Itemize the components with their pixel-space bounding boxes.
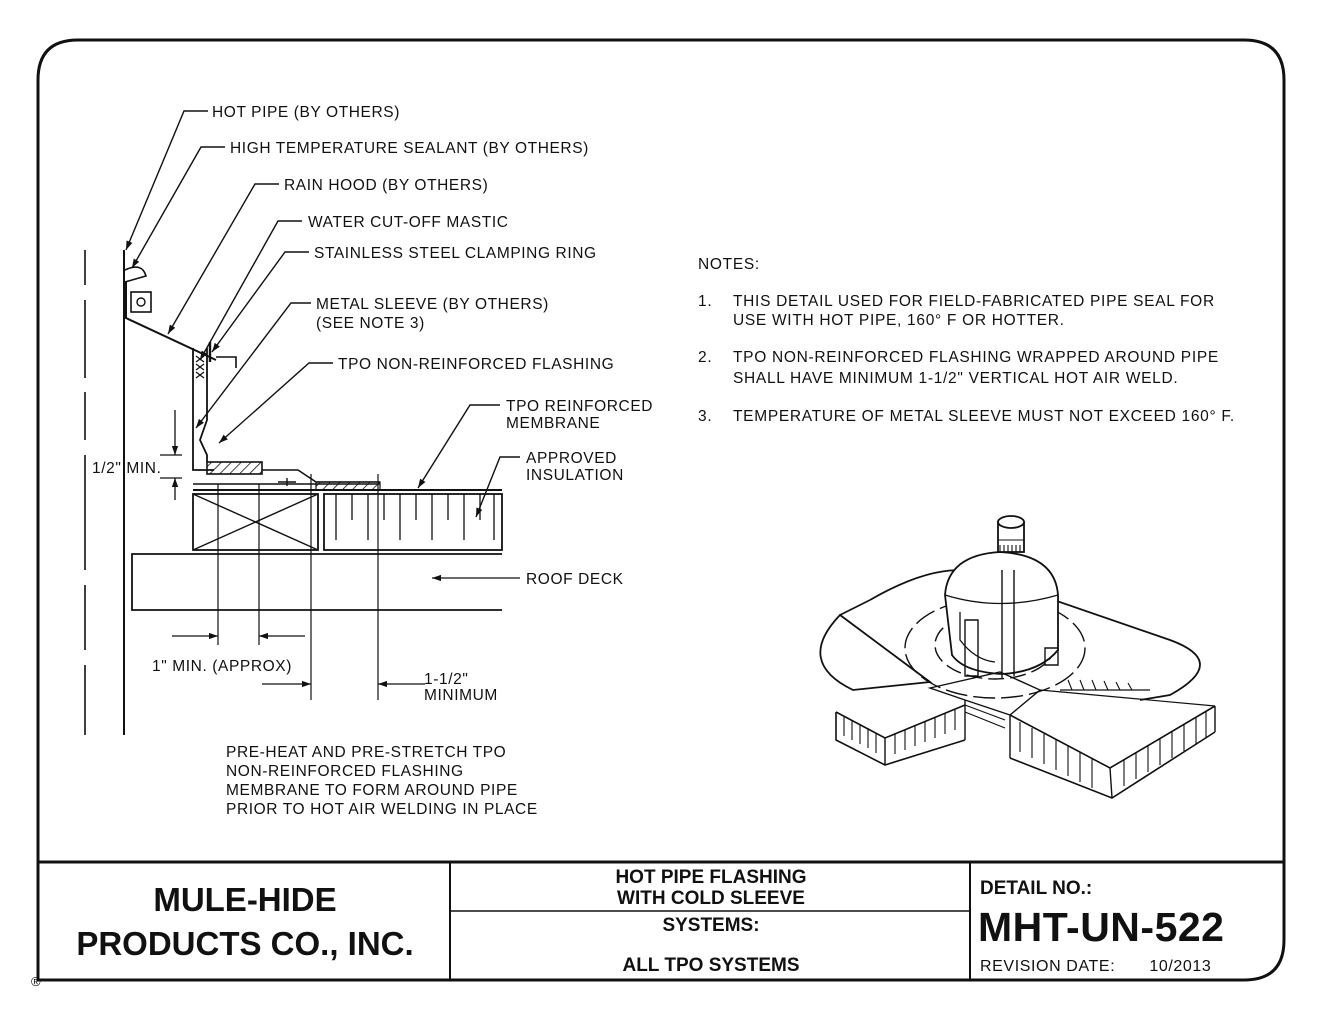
notes-block: NOTES: 1. THIS DETAIL USED FOR FIELD-FAB… — [698, 256, 1235, 425]
label-sealant: HIGH TEMPERATURE SEALANT (BY OTHERS) — [230, 140, 589, 157]
label-see-note-3: (SEE NOTE 3) — [316, 315, 425, 332]
reinforced-membrane-strip — [315, 481, 381, 491]
company-name-line-1: MULE-HIDE — [153, 881, 337, 918]
company-name-line-2: PRODUCTS CO., INC. — [76, 925, 414, 962]
label-clamping-ring: STAINLESS STEEL CLAMPING RING — [314, 245, 597, 262]
iso-roof-edge-left — [835, 704, 966, 739]
drawing-title-line-2: WITH COLD SLEEVE — [617, 888, 805, 909]
instruction-line-4: PRIOR TO HOT AIR WELDING IN PLACE — [226, 801, 538, 818]
dim-half-inch-min: 1/2" MIN. — [92, 460, 161, 477]
detail-number: MHT-UN-522 — [978, 904, 1225, 950]
roof-deck — [131, 553, 502, 611]
label-metal-sleeve: METAL SLEEVE (BY OTHERS) — [316, 296, 549, 313]
tpo-membrane-top — [262, 469, 380, 483]
systems-value: ALL TPO SYSTEMS — [622, 955, 800, 976]
rain-hood — [125, 282, 217, 361]
note-3-number: 3. — [698, 408, 712, 425]
label-mastic: WATER CUT-OFF MASTIC — [308, 214, 509, 231]
revision-date: 10/2013 — [1149, 958, 1212, 975]
flashing-flange — [206, 461, 263, 475]
label-approved: APPROVED — [526, 450, 617, 467]
dimension-extensions — [160, 454, 379, 700]
systems-label: SYSTEMS: — [662, 915, 760, 936]
sealant-bead — [124, 266, 147, 283]
iso-cut-corner — [927, 671, 1042, 716]
dim-minimum: MINIMUM — [424, 687, 498, 704]
label-insulation: INSULATION — [526, 467, 624, 484]
drawing-title-line-1: HOT PIPE FLASHING — [615, 867, 807, 888]
label-tpo-flashing: TPO NON-REINFORCED FLASHING — [338, 356, 614, 373]
iso-roof-edge-right — [1009, 705, 1216, 799]
detail-number-label: DETAIL NO.: — [980, 878, 1093, 899]
revision-info: REVISION DATE: 10/2013 — [980, 958, 1211, 976]
label-rain-hood: RAIN HOOD (BY OTHERS) — [284, 177, 488, 194]
label-hot-pipe: HOT PIPE (BY OTHERS) — [212, 104, 400, 121]
note-2-number: 2. — [698, 349, 712, 366]
dim-one-inch-min: 1" MIN. (APPROX) — [152, 658, 292, 675]
drawing-title: HOT PIPE FLASHING WITH COLD SLEEVE — [452, 867, 970, 909]
instruction-line-2: NON-REINFORCED FLASHING — [226, 763, 464, 780]
insulation-board — [323, 493, 503, 551]
title-block-grid — [38, 860, 1284, 980]
label-tpo-reinforced: TPO REINFORCED — [506, 398, 653, 415]
label-membrane: MEMBRANE — [506, 415, 600, 432]
note-1-line-2: USE WITH HOT PIPE, 160° F OR HOTTER. — [733, 312, 1065, 329]
revision-label: REVISION DATE: — [980, 958, 1116, 975]
clamp-bolt — [130, 291, 152, 313]
isometric-view — [819, 515, 1216, 799]
note-2-line-2: SHALL HAVE MINIMUM 1-1/2" VERTICAL HOT A… — [733, 370, 1178, 387]
registered-mark: ® — [31, 974, 41, 989]
section-detail — [84, 110, 520, 735]
iso-flashing-sheet — [819, 569, 1201, 701]
note-1-line-1: THIS DETAIL USED FOR FIELD-FABRICATED PI… — [733, 293, 1215, 310]
note-2-line-1: TPO NON-REINFORCED FLASHING WRAPPED AROU… — [733, 349, 1219, 366]
note-1-number: 1. — [698, 293, 712, 310]
sheet-border — [36, 38, 1286, 982]
company-name: MULE-HIDE PRODUCTS CO., INC. — [40, 878, 450, 966]
leader-lines — [125, 110, 520, 518]
tpo-flashing-vertical — [199, 348, 208, 462]
note-3-line-1: TEMPERATURE OF METAL SLEEVE MUST NOT EXC… — [733, 408, 1235, 425]
dim-one-and-half: 1-1/2" — [424, 671, 468, 688]
instruction-line-3: MEMBRANE TO FORM AROUND PIPE — [226, 782, 518, 799]
wood-blocking — [192, 493, 319, 551]
section-labels: HOT PIPE (BY OTHERS) HIGH TEMPERATURE SE… — [92, 104, 653, 818]
notes-heading: NOTES: — [698, 256, 760, 273]
instruction-line-1: PRE-HEAT AND PRE-STRETCH TPO — [226, 744, 506, 761]
dimension-arrows — [171, 410, 520, 688]
label-roof-deck: ROOF DECK — [526, 571, 624, 588]
